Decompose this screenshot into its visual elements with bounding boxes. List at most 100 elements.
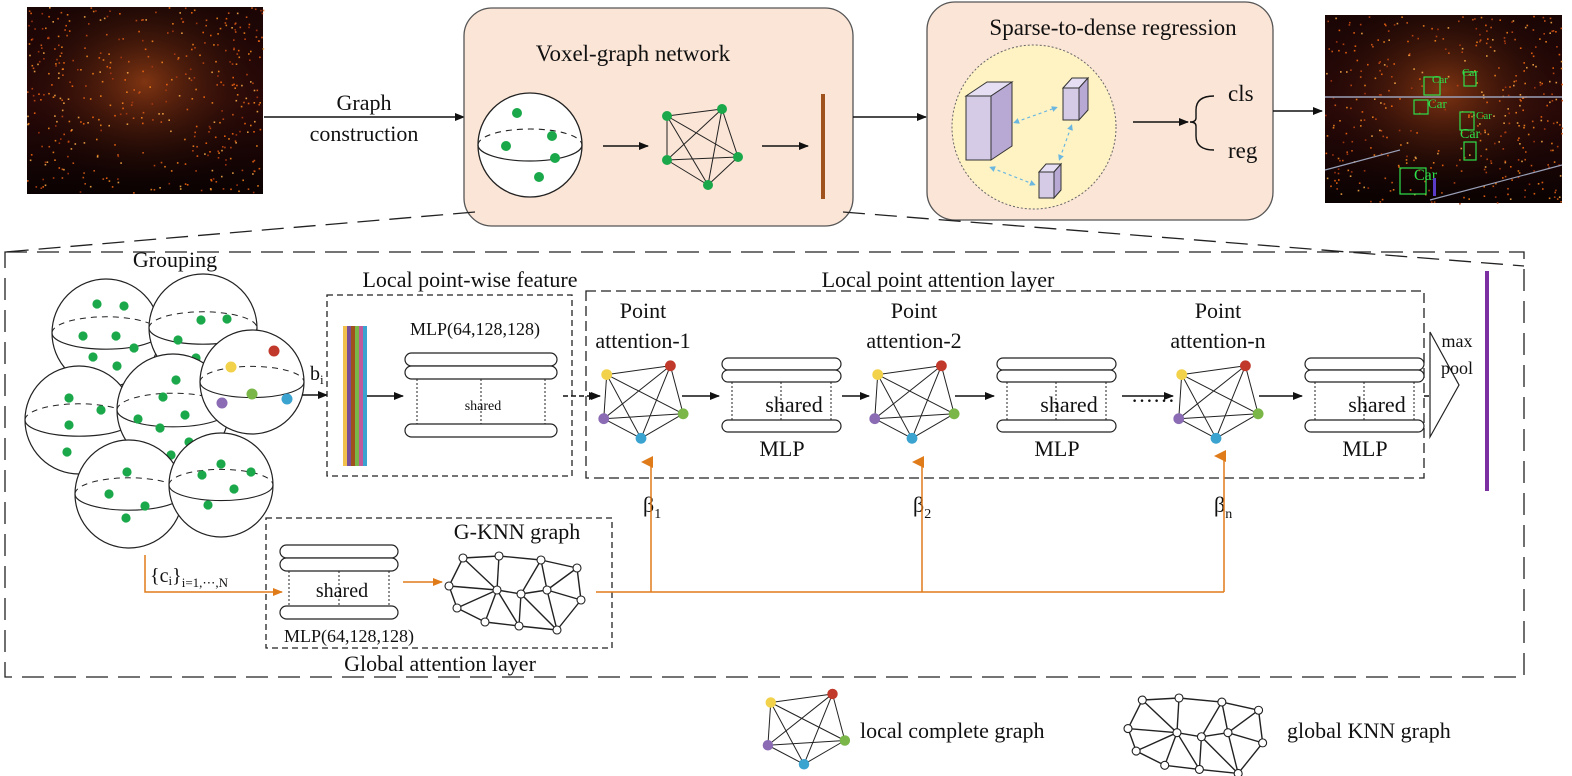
group-point xyxy=(173,335,183,345)
upper-voxel-icon xyxy=(1061,76,1090,122)
mlp-label: MLP xyxy=(1034,436,1079,461)
group-point xyxy=(197,470,207,480)
group-point xyxy=(140,501,150,511)
b-label: bi xyxy=(310,363,324,387)
beta-label: βn xyxy=(1214,492,1232,522)
group-sphere xyxy=(74,439,184,549)
car-label-3: Car xyxy=(1428,96,1447,111)
group-point xyxy=(229,484,239,494)
mlp-label: MLP xyxy=(1342,436,1387,461)
group-point xyxy=(104,489,114,499)
local-mlp-label: MLP(64,128,128) xyxy=(410,319,540,340)
voxel-graph-network-title: Voxel-graph network xyxy=(536,41,731,66)
group-point xyxy=(96,405,106,415)
local-shared-label: shared xyxy=(465,399,502,414)
max-pool-icon: max pool xyxy=(1429,331,1473,440)
local-attention-title: Local point attention layer xyxy=(822,267,1055,292)
maxpool-line1: max xyxy=(1442,331,1473,351)
detail-frame xyxy=(4,251,1525,678)
global-attention-layer-box xyxy=(265,517,613,649)
grouping-label: Grouping xyxy=(133,247,217,272)
point-attention-title-line2: attention-n xyxy=(1170,328,1265,353)
group-point xyxy=(64,393,74,403)
group-point xyxy=(158,392,168,402)
legend-global-knn-graph-label: global KNN graph xyxy=(1287,718,1451,743)
gknn-title: G-KNN graph xyxy=(454,519,580,544)
point-attention-title-line1: Point xyxy=(891,298,937,323)
global-mlp-label: MLP(64,128,128) xyxy=(284,626,414,647)
point-attention-title-line1: Point xyxy=(620,298,666,323)
group-point xyxy=(180,410,190,420)
local-attention-layer-box xyxy=(585,290,1425,479)
car-label-5: Car xyxy=(1460,127,1481,142)
c-input-line xyxy=(144,555,283,596)
group-point xyxy=(88,352,98,362)
point-attention-block-2: Point attention-2 β2 xyxy=(842,298,962,522)
cls-label: cls xyxy=(1228,81,1254,106)
legend-local-complete-graph-label: local complete graph xyxy=(860,718,1044,743)
group-point xyxy=(122,467,132,477)
input-point-cloud-image xyxy=(27,7,265,194)
group-point xyxy=(92,299,102,309)
highlighted-group-sphere xyxy=(199,329,305,435)
graph-feature-bar xyxy=(821,94,825,199)
small-complete-graph-icon xyxy=(662,104,743,190)
large-voxel-icon xyxy=(964,81,1014,161)
lower-voxel-icon xyxy=(1037,162,1063,200)
gknn-graph-icon xyxy=(444,551,586,635)
shared-label: shared xyxy=(1040,392,1097,417)
regression-title: Sparse-to-dense regression xyxy=(989,15,1237,40)
feature-stack-icon xyxy=(343,326,367,466)
output-brace-icon xyxy=(1189,95,1215,151)
mlp-label: MLP xyxy=(759,436,804,461)
local-mlp-block: shared xyxy=(404,352,558,438)
output-detection-image: Car Car Car Car Car Car xyxy=(1324,15,1564,205)
global-shared-label: shared xyxy=(316,580,368,602)
car-label-1: Car xyxy=(1432,74,1448,86)
beta-label: β2 xyxy=(913,492,931,522)
sparse-to-dense-regression-panel: Sparse-to-dense regression cls reg xyxy=(926,1,1274,221)
voxel-graph-network-panel: Voxel-graph network xyxy=(463,7,854,227)
legend-global-knn-graph-icon xyxy=(1123,693,1268,776)
group-point xyxy=(64,420,74,430)
c-label: {ci}i=1,⋯,N xyxy=(150,565,229,590)
point-attention-title-line2: attention-1 xyxy=(595,328,690,353)
local-complete-graph-icon xyxy=(598,360,689,444)
group-point xyxy=(121,513,131,523)
group-point xyxy=(62,447,72,457)
voxel-sphere-icon xyxy=(477,92,583,198)
point-attention-title-line2: attention-2 xyxy=(866,328,961,353)
group-point xyxy=(171,375,181,385)
local-complete-graph-icon xyxy=(869,360,960,444)
group-point xyxy=(155,423,165,433)
local-complete-graph-icon xyxy=(1173,360,1264,444)
maxpool-line2: pool xyxy=(1441,358,1473,378)
group-point xyxy=(112,361,122,371)
group-point xyxy=(129,343,139,353)
car-label-4: Car xyxy=(1476,110,1492,122)
ellipsis: …… xyxy=(1131,382,1175,407)
local-pointwise-feature-box xyxy=(326,294,573,477)
group-sphere xyxy=(168,432,274,538)
group-point xyxy=(111,331,121,341)
group-point xyxy=(216,459,226,469)
pooled-feature-bar xyxy=(1485,271,1489,491)
group-point xyxy=(246,467,256,477)
grouping-spheres xyxy=(24,273,305,549)
shared-label: shared xyxy=(765,392,822,417)
local-pointwise-title: Local point-wise feature xyxy=(362,267,577,292)
car-label-2: Car xyxy=(1462,67,1478,79)
group-point xyxy=(78,331,88,341)
graph-construction-label-line1: Graph xyxy=(337,90,392,115)
global-mlp-block: shared xyxy=(279,544,399,620)
group-point xyxy=(222,314,232,324)
legend-local-complete-graph-icon xyxy=(762,688,851,770)
group-point xyxy=(119,301,129,311)
shared-label: shared xyxy=(1348,392,1405,417)
global-attention-title: Global attention layer xyxy=(344,651,536,676)
